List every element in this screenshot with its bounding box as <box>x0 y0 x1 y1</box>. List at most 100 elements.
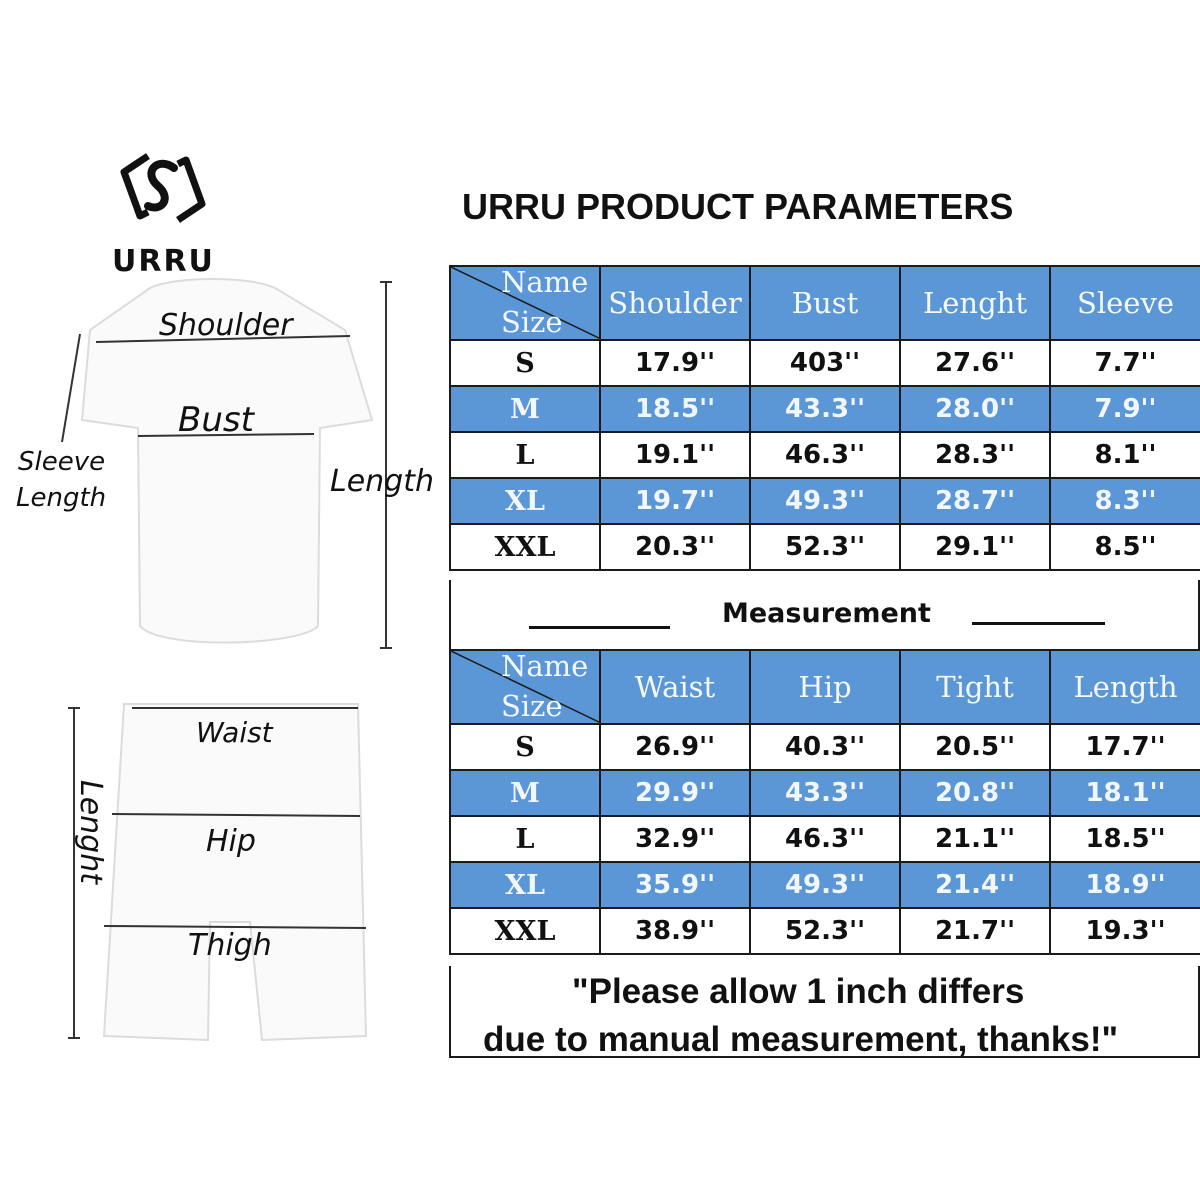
value-cell: 7.7'' <box>1049 339 1200 387</box>
size-cell: XL <box>449 861 601 909</box>
value-cell: 46.3'' <box>749 431 901 479</box>
value-cell: 8.3'' <box>1049 477 1200 525</box>
measurement-rule-left <box>529 626 670 629</box>
value-cell: 52.3'' <box>749 907 901 955</box>
size-cell: L <box>449 431 601 479</box>
table-row: XXL 38.9'' 52.3'' 21.7'' 19.3'' <box>449 907 1200 955</box>
value-cell: 29.1'' <box>899 523 1051 571</box>
diagonal-divider <box>452 652 598 722</box>
value-cell: 43.3'' <box>749 769 901 817</box>
table-row: L 19.1'' 46.3'' 28.3'' 8.1'' <box>449 431 1200 479</box>
value-cell: 28.3'' <box>899 431 1051 479</box>
value-cell: 17.9'' <box>599 339 751 387</box>
value-cell: 17.7'' <box>1049 723 1200 771</box>
value-cell: 403'' <box>749 339 901 387</box>
value-cell: 20.5'' <box>899 723 1051 771</box>
value-cell: 43.3'' <box>749 385 901 433</box>
table-header-row: Name Size Waist Hip Tight Length <box>449 649 1200 725</box>
value-cell: 38.9'' <box>599 907 751 955</box>
column-header: Lenght <box>899 265 1051 341</box>
shirt-length-label: Length <box>330 464 435 499</box>
column-header: Sleeve <box>1049 265 1200 341</box>
column-header: Bust <box>749 265 901 341</box>
size-cell: M <box>449 385 601 433</box>
table-row: S 17.9'' 403'' 27.6'' 7.7'' <box>449 339 1200 387</box>
column-header: Tight <box>899 649 1051 725</box>
value-cell: 21.7'' <box>899 907 1051 955</box>
shorts-diagram <box>68 703 368 1042</box>
table-row: XXL 20.3'' 52.3'' 29.1'' 8.5'' <box>449 523 1200 571</box>
value-cell: 35.9'' <box>599 861 751 909</box>
value-cell: 29.9'' <box>599 769 751 817</box>
shirt-size-table: Name Size Shoulder Bust Lenght Sleeve S … <box>449 265 1200 571</box>
value-cell: 26.9'' <box>599 723 751 771</box>
brand-name: URRU <box>112 244 215 279</box>
table-row: XL 35.9'' 49.3'' 21.4'' 18.9'' <box>449 861 1200 909</box>
value-cell: 8.5'' <box>1049 523 1200 571</box>
table-row: XL 19.7'' 49.3'' 28.7'' 8.3'' <box>449 477 1200 525</box>
value-cell: 28.0'' <box>899 385 1051 433</box>
value-cell: 49.3'' <box>749 861 901 909</box>
shorts-length-label: Lenght <box>73 780 108 885</box>
size-cell: XL <box>449 477 601 525</box>
diagonal-divider <box>452 268 598 338</box>
size-cell: S <box>449 339 601 387</box>
value-cell: 18.1'' <box>1049 769 1200 817</box>
table-row: M 29.9'' 43.3'' 20.8'' 18.1'' <box>449 769 1200 817</box>
size-cell: XXL <box>449 907 601 955</box>
column-header: Waist <box>599 649 751 725</box>
value-cell: 7.9'' <box>1049 385 1200 433</box>
column-header: Hip <box>749 649 901 725</box>
size-cell: M <box>449 769 601 817</box>
brand-logo-icon <box>120 153 206 223</box>
value-cell: 21.1'' <box>899 815 1051 863</box>
value-cell: 28.7'' <box>899 477 1051 525</box>
note-line-2: due to manual measurement, thanks!" <box>483 1020 1119 1059</box>
shirt-diagram <box>61 278 392 649</box>
size-cell: S <box>449 723 601 771</box>
column-header: Shoulder <box>599 265 751 341</box>
value-cell: 19.1'' <box>599 431 751 479</box>
name-size-corner: Name Size <box>449 649 601 725</box>
note-line-1: "Please allow 1 inch differs <box>572 972 1025 1011</box>
table-row: S 26.9'' 40.3'' 20.5'' 17.7'' <box>449 723 1200 771</box>
hip-label: Hip <box>206 824 256 859</box>
value-cell: 18.9'' <box>1049 861 1200 909</box>
measurement-rule-right <box>972 622 1105 625</box>
measurement-label: Measurement <box>722 598 931 629</box>
bust-label: Bust <box>178 400 254 440</box>
measurement-divider-box <box>449 580 1200 649</box>
value-cell: 32.9'' <box>599 815 751 863</box>
value-cell: 46.3'' <box>749 815 901 863</box>
shorts-size-table: Name Size Waist Hip Tight Length S 26.9'… <box>449 649 1200 955</box>
value-cell: 19.7'' <box>599 477 751 525</box>
waist-label: Waist <box>196 716 273 749</box>
value-cell: 21.4'' <box>899 861 1051 909</box>
value-cell: 52.3'' <box>749 523 901 571</box>
column-header: Length <box>1049 649 1200 725</box>
value-cell: 40.3'' <box>749 723 901 771</box>
value-cell: 20.3'' <box>599 523 751 571</box>
value-cell: 20.8'' <box>899 769 1051 817</box>
note-box <box>449 966 1200 1058</box>
value-cell: 18.5'' <box>599 385 751 433</box>
corner-name-label: Name <box>501 650 589 683</box>
value-cell: 49.3'' <box>749 477 901 525</box>
value-cell: 18.5'' <box>1049 815 1200 863</box>
table-row: M 18.5'' 43.3'' 28.0'' 7.9'' <box>449 385 1200 433</box>
table-header-row: Name Size Shoulder Bust Lenght Sleeve <box>449 265 1200 341</box>
sleeve-length-label-1: Sleeve <box>18 447 106 477</box>
thigh-label: Thigh <box>188 928 272 963</box>
table-row: L 32.9'' 46.3'' 21.1'' 18.5'' <box>449 815 1200 863</box>
value-cell: 8.1'' <box>1049 431 1200 479</box>
corner-size-label: Size <box>501 689 563 723</box>
sleeve-length-label-2: Length <box>16 483 107 513</box>
corner-size-label: Size <box>501 305 563 339</box>
name-size-corner: Name Size <box>449 265 601 341</box>
value-cell: 19.3'' <box>1049 907 1200 955</box>
shoulder-label: Shoulder <box>159 308 293 343</box>
page-title: URRU PRODUCT PARAMETERS <box>462 186 1014 227</box>
size-cell: L <box>449 815 601 863</box>
size-cell: XXL <box>449 523 601 571</box>
value-cell: 27.6'' <box>899 339 1051 387</box>
